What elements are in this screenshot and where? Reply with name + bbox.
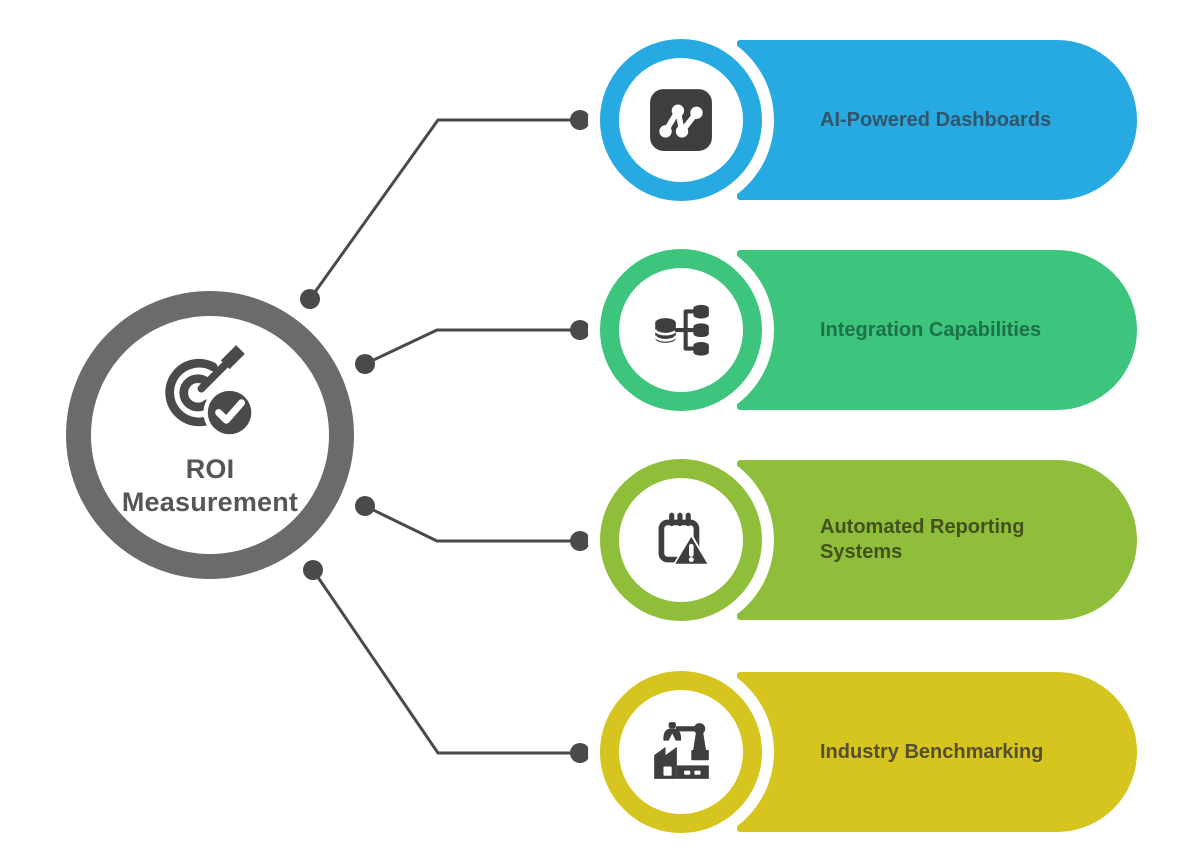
branch-pill: Integration Capabilities	[737, 250, 1137, 410]
connector-dot	[355, 496, 375, 516]
route-analytics-icon	[650, 89, 712, 151]
branch-icon-ring	[600, 249, 762, 411]
branch-label: Automated Reporting Systems	[820, 516, 1025, 563]
connector-dot	[570, 531, 590, 551]
connector-dot	[570, 320, 590, 340]
connector-branch-2	[355, 320, 590, 374]
connector-dot	[355, 354, 375, 374]
connector-dot	[303, 560, 323, 580]
center-title: ROI Measurement	[122, 453, 298, 519]
branch-industry-benchmarking: Industry Benchmarking	[0, 659, 1200, 845]
connector-line	[364, 328, 580, 366]
branch-pill: AI-Powered Dashboards	[737, 40, 1137, 200]
connector-dot	[570, 743, 590, 763]
database-sync-icon	[653, 304, 709, 356]
connector-branch-4	[303, 560, 590, 763]
connector-branch-1	[300, 110, 590, 309]
branch-label: Industry Benchmarking	[820, 740, 1044, 763]
branch-label: Integration Capabilities	[820, 318, 1042, 341]
factory-robot-icon	[654, 722, 709, 779]
branch-automated-reporting-systems: Automated Reporting Systems	[0, 447, 1200, 633]
connector-line	[311, 569, 580, 755]
branch-icon-ring	[600, 671, 762, 833]
report-alert-icon	[658, 512, 711, 567]
branch-label: AI-Powered Dashboards	[820, 108, 1052, 131]
connector-line	[308, 118, 580, 300]
connector-dot	[300, 289, 320, 309]
connector-branch-3	[355, 496, 590, 551]
target-dart-check-icon	[165, 345, 256, 439]
center-title-line1: ROI	[185, 454, 235, 484]
connector-line	[364, 504, 580, 543]
branch-integration-capabilities: Integration Capabilities	[0, 237, 1200, 423]
branch-pill: Industry Benchmarking	[737, 672, 1137, 832]
branch-icon-ring	[600, 459, 762, 621]
connector-dot	[570, 110, 590, 130]
center-title-line2: Measurement	[121, 487, 299, 517]
branch-ai-powered-dashboards: AI-Powered Dashboards	[0, 27, 1200, 213]
branch-icon-ring	[600, 39, 762, 201]
branch-pill: Automated Reporting Systems	[737, 460, 1137, 620]
